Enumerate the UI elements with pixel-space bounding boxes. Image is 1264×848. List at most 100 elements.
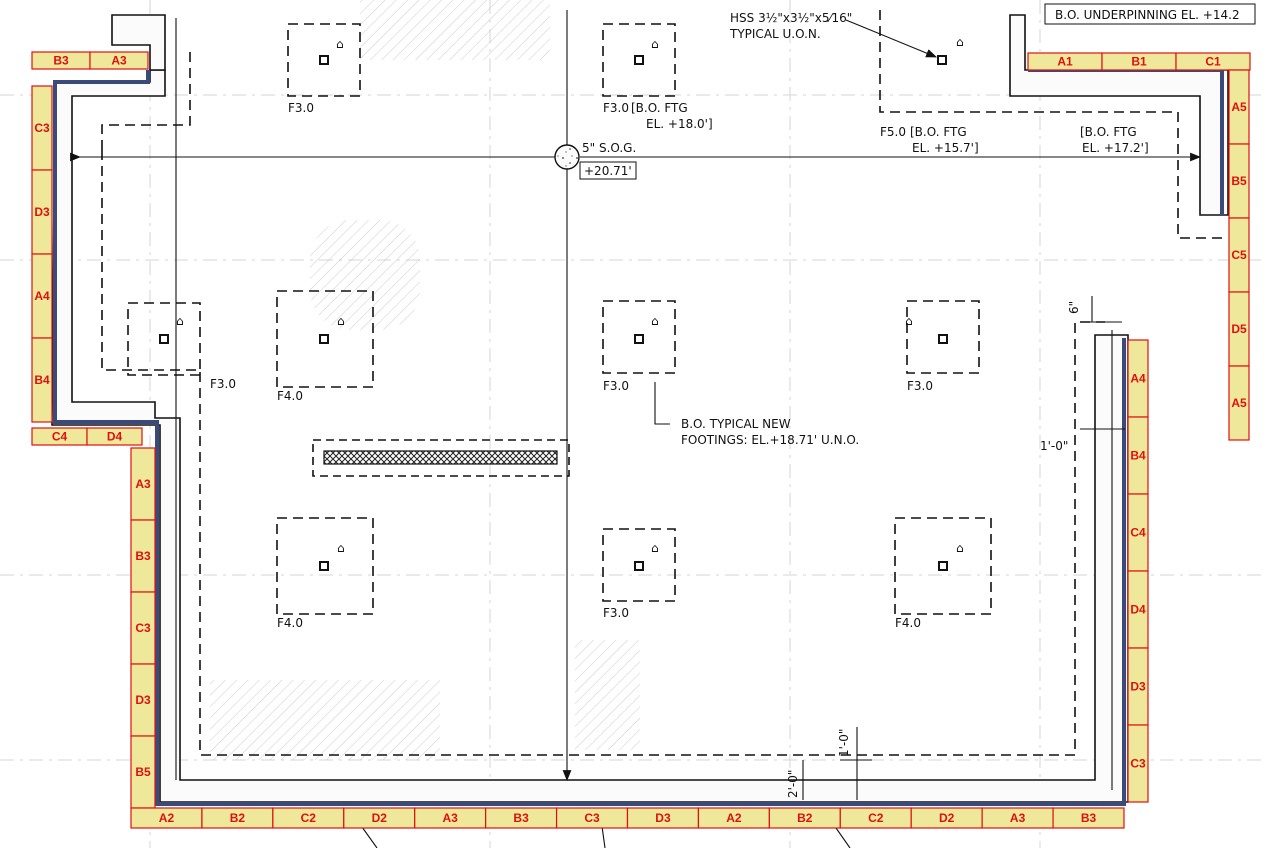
segment-label: A3	[1010, 811, 1026, 825]
segment-bottom-A3: A3	[981, 807, 1054, 829]
svg-text:F4.0: F4.0	[277, 389, 303, 403]
svg-text:F3.0: F3.0	[603, 606, 629, 620]
segment-left_corner-C4: C4	[31, 427, 88, 446]
segment-bottom-B3: B3	[485, 807, 558, 829]
footing-symbol-icon: ⌂	[651, 541, 659, 555]
segment-left-B4: B4	[31, 337, 53, 423]
segment-label: A4	[1130, 372, 1146, 386]
segment-label: B3	[513, 811, 529, 825]
segment-bottom-C2: C2	[839, 807, 912, 829]
svg-text:6": 6"	[1067, 301, 1081, 314]
segment-left_lower-B3: B3	[130, 519, 156, 593]
segment-left_lower-D3: D3	[130, 663, 156, 737]
dimensions: 6" 1'-0" 2'-0" 1'-0"	[356, 296, 1125, 848]
svg-text:[B.O. FTG: [B.O. FTG	[1080, 125, 1137, 139]
segment-label: C1	[1205, 55, 1221, 69]
svg-text:F3.0: F3.0	[603, 101, 629, 115]
segment-right-C4: C4	[1127, 493, 1149, 572]
segment-top_left-A3: A3	[89, 51, 149, 70]
footing-f4-lower-left: ⌂ F4.0	[276, 517, 374, 630]
svg-text:EL. +17.2']: EL. +17.2']	[1082, 141, 1149, 155]
segment-label: D3	[1130, 680, 1146, 694]
underpinning-note: B.O. UNDERPINNING EL. +14.2	[1044, 3, 1256, 25]
svg-text:EL. +15.7']: EL. +15.7']	[912, 141, 979, 155]
segment-label: C4	[52, 430, 68, 444]
segment-bottom-A2: A2	[697, 807, 770, 829]
segment-label: A1	[1057, 55, 1073, 69]
grid-bubble-icon	[554, 144, 580, 170]
sog-callout: 5" S.O.G. +20.71'	[554, 141, 637, 180]
segment-label: A2	[159, 811, 175, 825]
segment-right_top-D5: D5	[1228, 291, 1250, 367]
footing-symbol-icon: ⌂	[905, 314, 913, 328]
segment-top_right-C1: C1	[1175, 52, 1251, 71]
segment-label: A3	[443, 811, 459, 825]
footing-f4-lower-right: ⌂ F4.0	[894, 517, 992, 630]
footing-f4-left: ⌂ F4.0	[276, 290, 374, 403]
segment-right-A4: A4	[1127, 339, 1149, 418]
footing-symbol-icon: ⌂	[337, 541, 345, 555]
footing-symbol-icon: ⌂	[956, 541, 964, 555]
segment-left_lower-A3: A3	[130, 447, 156, 521]
segment-right-C3: C3	[1127, 724, 1149, 803]
segment-label: D4	[1130, 603, 1146, 617]
segment-bottom-D3: D3	[626, 807, 700, 829]
segment-label: B1	[1131, 55, 1147, 69]
segment-left_lower-C3: C3	[130, 591, 156, 665]
footing-symbol-icon: ⌂	[176, 314, 184, 328]
segment-right-D4: D4	[1127, 570, 1149, 649]
svg-text:1'-0": 1'-0"	[1040, 439, 1068, 453]
segment-label: A5	[1231, 100, 1247, 114]
segment-label: B5	[135, 765, 151, 779]
svg-text:F3.0: F3.0	[288, 101, 314, 115]
segment-bottom-C3: C3	[555, 807, 629, 829]
segment-label: C3	[34, 121, 50, 135]
segment-label: B4	[1130, 449, 1146, 463]
grade-beam	[312, 439, 570, 477]
segment-label: A3	[135, 477, 151, 491]
svg-text:1'-0": 1'-0"	[837, 729, 851, 757]
typical-footing-note: B.O. TYPICAL NEW FOOTINGS: EL.+18.71' U.…	[654, 382, 859, 447]
segment-top_right-A1: A1	[1027, 52, 1103, 71]
segment-label: B2	[797, 811, 813, 825]
segment-right_top-B5: B5	[1228, 143, 1250, 219]
footing-symbol-icon: ⌂	[651, 314, 659, 328]
footing-f3-top-left: ⌂ F3.0	[287, 23, 361, 115]
footing-symbol-icon: ⌂	[956, 35, 964, 49]
segment-bottom-C2: C2	[272, 807, 345, 829]
segment-bottom-D2: D2	[343, 807, 416, 829]
segment-label: D2	[372, 811, 388, 825]
segment-label: C4	[1130, 526, 1146, 540]
segment-label: B3	[1081, 811, 1097, 825]
segment-bottom-A3: A3	[414, 807, 487, 829]
footing-f5-top-right: ⌂ F5.0 [B.O. FTG EL. +15.7'] [B.O. FTG E…	[880, 35, 1149, 155]
footing-f3-top-center: ⌂ F3.0 [B.O. FTG EL. +18.0']	[602, 23, 713, 131]
footing-f3-lower-center: ⌂ F3.0	[602, 528, 676, 620]
segment-label: A5	[1231, 396, 1247, 410]
segment-left-A4: A4	[31, 253, 53, 339]
footing-symbol-icon: ⌂	[337, 314, 345, 328]
wall-footing-outline	[101, 10, 1226, 790]
svg-text:[B.O. FTG: [B.O. FTG	[631, 101, 688, 115]
reference-lines	[70, 10, 1202, 782]
segment-label: A3	[111, 54, 127, 68]
footing-f3-right: ⌂ F3.0	[905, 300, 980, 393]
segment-label: B2	[230, 811, 246, 825]
svg-text:[B.O. FTG: [B.O. FTG	[910, 125, 967, 139]
segment-label: C2	[868, 811, 884, 825]
segment-bottom-B2: B2	[201, 807, 274, 829]
segment-left-C3: C3	[31, 85, 53, 171]
segment-bottom-B2: B2	[768, 807, 841, 829]
segment-bottom-B3: B3	[1052, 807, 1125, 829]
svg-text:HSS 3½"x3½"x5⁄16": HSS 3½"x3½"x5⁄16"	[730, 11, 852, 25]
segment-label: B3	[53, 54, 69, 68]
segment-top_left-B3: B3	[31, 51, 91, 70]
svg-text:FOOTINGS: EL.+18.71' U.N.O.: FOOTINGS: EL.+18.71' U.N.O.	[681, 433, 859, 447]
segment-label: B5	[1231, 174, 1247, 188]
segment-label: C3	[1130, 757, 1146, 771]
svg-text:2'-0": 2'-0"	[786, 770, 800, 798]
segment-label: C2	[301, 811, 317, 825]
segment-label: D3	[34, 205, 50, 219]
